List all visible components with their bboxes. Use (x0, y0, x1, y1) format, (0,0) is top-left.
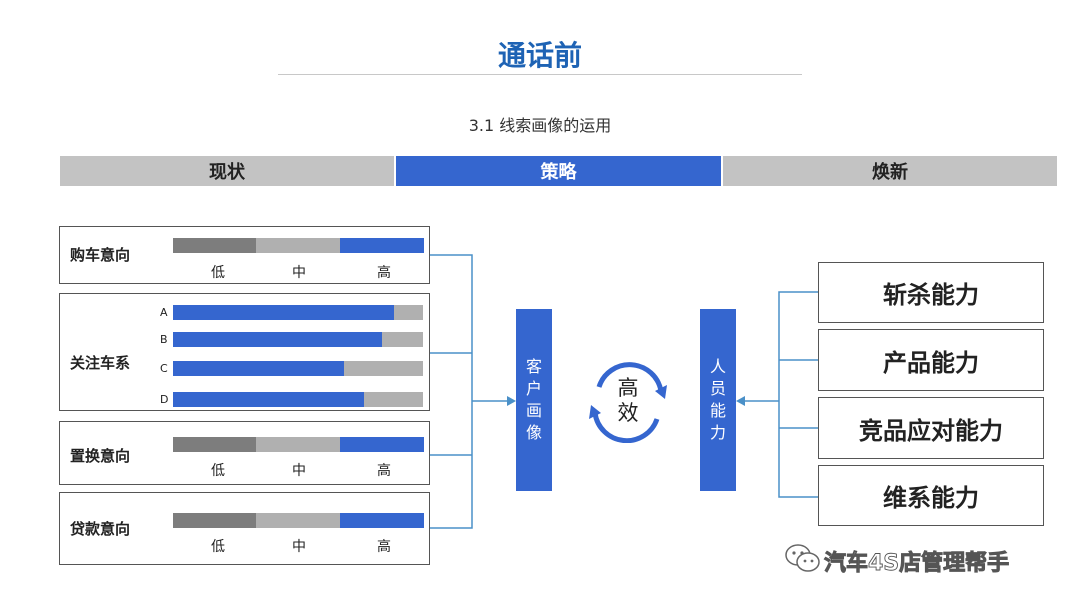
efficiency-label: 高效 (617, 376, 639, 425)
level-label-mid: 中 (292, 539, 306, 555)
series-bar-fill (173, 305, 394, 320)
level-segment-mid (256, 238, 340, 253)
ability-box-competitor: 竞品应对能力 (818, 397, 1044, 459)
level-segment-mid (256, 437, 340, 452)
band-renewal: 焕新 (723, 156, 1057, 186)
watermark-text: 汽车4S店管理帮手 (824, 551, 1010, 577)
arrowhead-staff (736, 396, 745, 406)
title-divider (278, 74, 802, 75)
cycle-arrows-icon (589, 362, 667, 443)
level-label-low: 低 (211, 463, 225, 479)
level-label-mid: 中 (292, 463, 306, 479)
staff-ability-label: 人员能力 (709, 357, 726, 442)
series-bar-fill (173, 392, 364, 407)
customer-profile-bar: 客户画像 (516, 309, 552, 491)
series-bar-label: D (160, 393, 169, 406)
left-bracket-line (430, 254, 473, 529)
customer-profile-label: 客户画像 (525, 357, 542, 442)
band-strategy: 策略 (396, 156, 721, 186)
right-bracket-line (778, 291, 818, 498)
section-subtitle: 3.1 线索画像的运用 (468, 116, 612, 135)
staff-ability-bar: 人员能力 (700, 309, 736, 491)
level-label-high: 高 (377, 463, 391, 479)
replacement-intent-label: 置换意向 (70, 447, 131, 465)
series-bar-label: A (160, 306, 168, 319)
level-segment-low (173, 238, 256, 253)
level-segment-low (173, 513, 256, 528)
level-segment-high (340, 437, 424, 452)
level-label-low: 低 (211, 539, 225, 555)
replacement-intent-box (59, 421, 430, 485)
loan-intent-label: 贷款意向 (70, 520, 131, 538)
level-segment-high (340, 513, 424, 528)
page-title: 通话前 (497, 39, 582, 72)
ability-box-closing: 斩杀能力 (818, 262, 1044, 323)
ability-box-retention: 维系能力 (818, 465, 1044, 526)
arrowhead-profile (507, 396, 516, 406)
level-label-mid: 中 (292, 265, 306, 281)
level-segment-mid (256, 513, 340, 528)
ability-box-product: 产品能力 (818, 329, 1044, 391)
band-current-state: 现状 (60, 156, 394, 186)
series-bar-label: C (160, 362, 168, 375)
series-bar-fill (173, 361, 344, 376)
series-bar-label: B (160, 333, 168, 346)
loan-intent-box (59, 492, 430, 565)
series-focus-label: 关注车系 (70, 354, 131, 372)
level-label-high: 高 (377, 265, 391, 281)
series-bar-fill (173, 332, 382, 347)
level-label-high: 高 (377, 539, 391, 555)
purchase-intent-box (59, 226, 430, 284)
wechat-icon (785, 544, 820, 572)
level-segment-high (340, 238, 424, 253)
purchase-intent-label: 购车意向 (70, 246, 131, 264)
level-segment-low (173, 437, 256, 452)
level-label-low: 低 (211, 265, 225, 281)
